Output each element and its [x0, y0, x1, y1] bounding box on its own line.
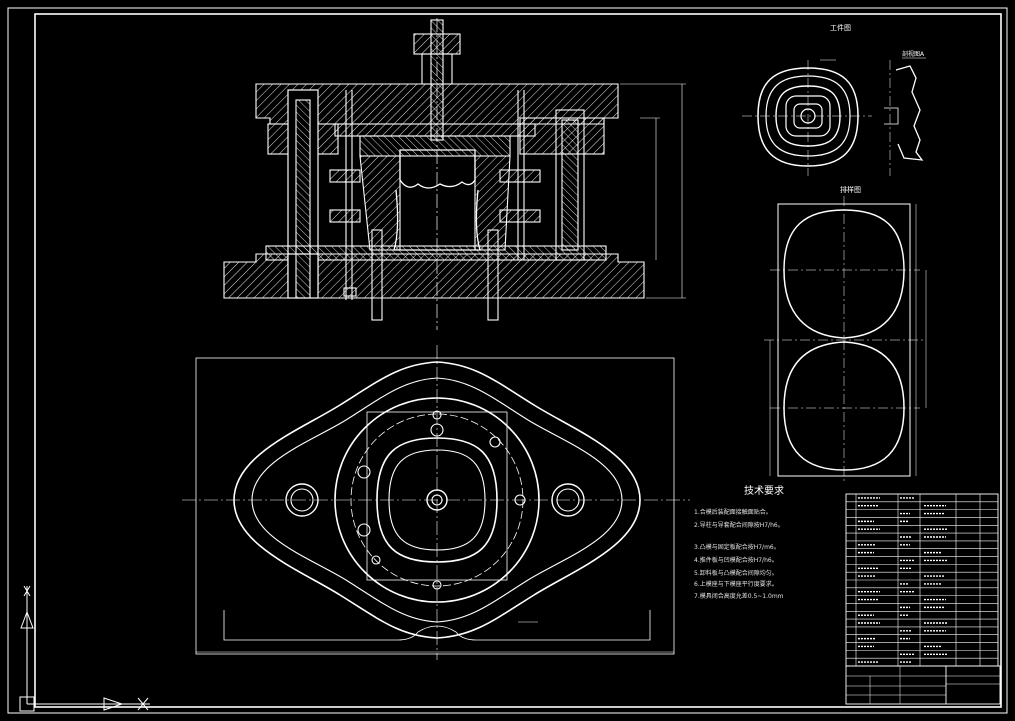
- strip-layout: [764, 196, 927, 484]
- tech-req-item: 7.模具闭合高度允差0.5~1.0mm: [694, 592, 784, 600]
- tech-req-item: 3.凸模与固定板配合按H7/m6。: [694, 543, 780, 551]
- bill-of-materials: [845, 493, 999, 667]
- die-plan-view: [182, 345, 690, 660]
- drawing-border: [7, 7, 1008, 714]
- tech-req-item: 2.导柱与导套配合间隙按H7/h6。: [694, 521, 784, 529]
- part-view: [742, 57, 926, 176]
- technical-requirements: 技术要求 1.合模后装配面接触面贴合。 2.导柱与导套配合间隙按H7/h6。 3…: [694, 484, 784, 600]
- tech-req-item: 6.上模座与下模座平行度要求。: [694, 580, 778, 588]
- tech-req-item: 4.推件板与凹模配合按H7/h6。: [694, 556, 778, 564]
- strip-layout-label: 排样图: [840, 185, 861, 194]
- tech-req-title: 技术要求: [744, 484, 784, 497]
- part-drawing-label: 工件图: [830, 23, 851, 32]
- die-section-view: [223, 18, 686, 330]
- ucs-axis-icon: [19, 585, 150, 712]
- title-block: [845, 665, 1001, 705]
- part-section-label: 剖视图A: [902, 50, 925, 58]
- tech-req-item: 5.卸料板与凸模配合间隙均匀。: [694, 569, 778, 577]
- tech-req-item: 1.合模后装配面接触面贴合。: [694, 508, 772, 516]
